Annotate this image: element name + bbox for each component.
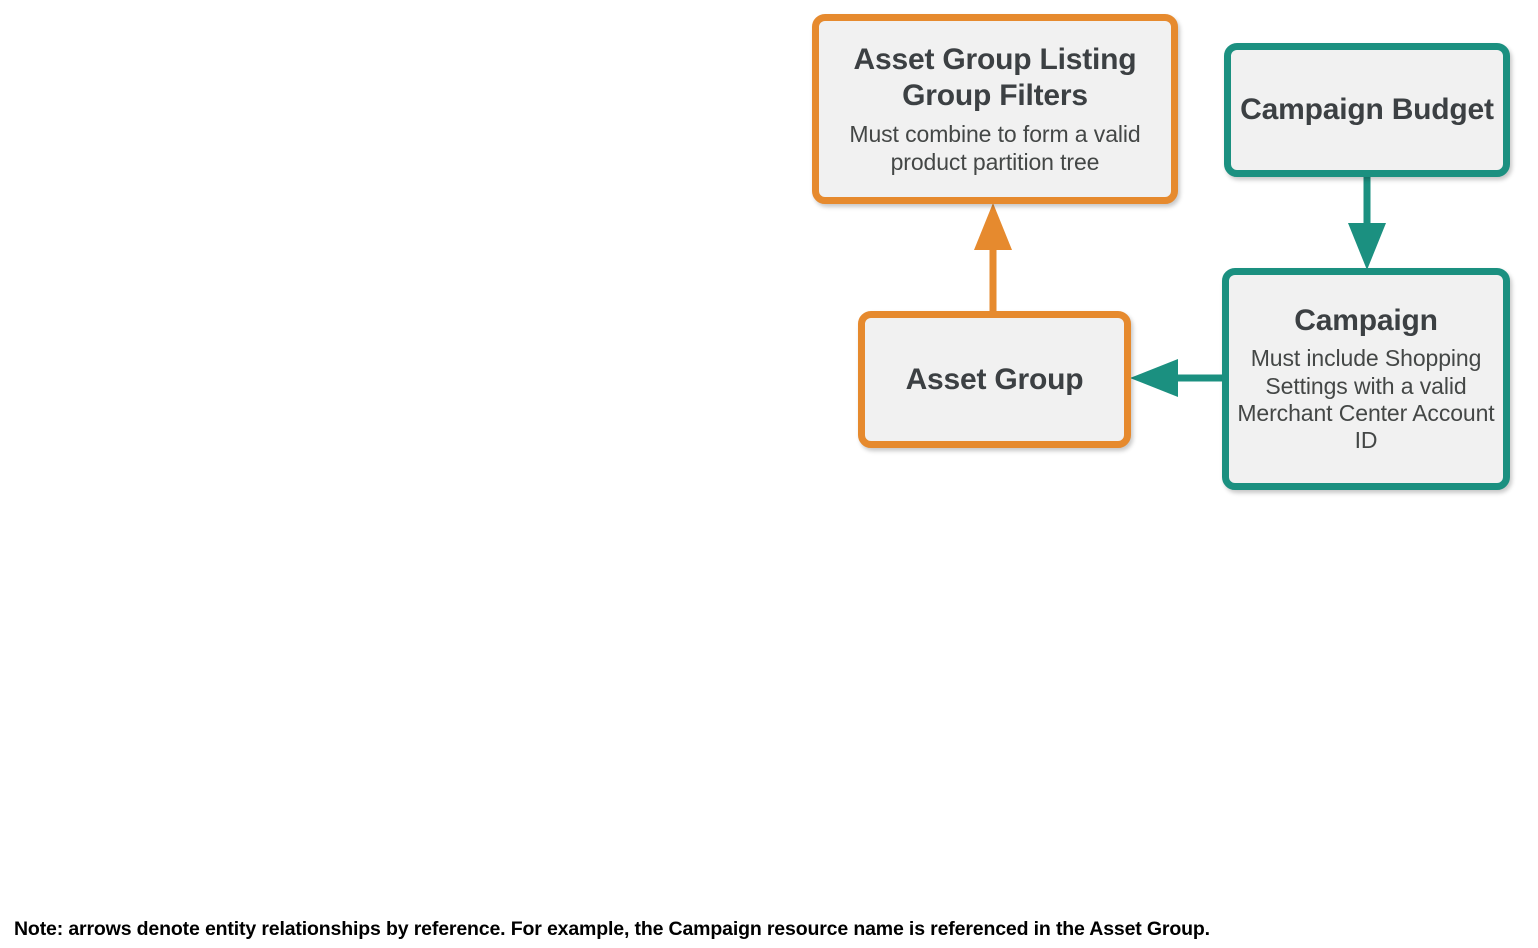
arrowhead-left-teal [1130, 359, 1178, 397]
diagram-note: Note: arrows denote entity relationships… [14, 918, 1210, 940]
arrowhead-down-teal [1348, 223, 1386, 270]
node-title-campaign: Campaign [1294, 304, 1438, 338]
node-description-asset-group-listing-group-filters: Must combine to form a valid product par… [849, 121, 1141, 175]
edge-campaign-budget-to-campaign [1348, 172, 1386, 270]
node-asset-group-listing-group-filters[interactable]: Asset Group Listing Group Filters Must c… [812, 14, 1178, 204]
node-campaign-budget[interactable]: Campaign Budget [1224, 43, 1510, 177]
node-campaign[interactable]: Campaign Must include Shopping Settings … [1222, 268, 1510, 490]
node-title-asset-group-listing-group-filters: Asset Group Listing Group Filters [853, 43, 1137, 113]
node-title-asset-group: Asset Group [905, 362, 1084, 396]
edge-asset-group-to-listing-group-filters [974, 203, 1012, 318]
node-asset-group[interactable]: Asset Group [858, 311, 1131, 448]
edge-campaign-to-asset-group [1130, 359, 1228, 397]
node-description-campaign: Must include Shopping Settings with a va… [1237, 345, 1495, 454]
node-title-campaign-budget: Campaign Budget [1240, 93, 1494, 126]
arrowhead-up-orange [974, 203, 1012, 250]
